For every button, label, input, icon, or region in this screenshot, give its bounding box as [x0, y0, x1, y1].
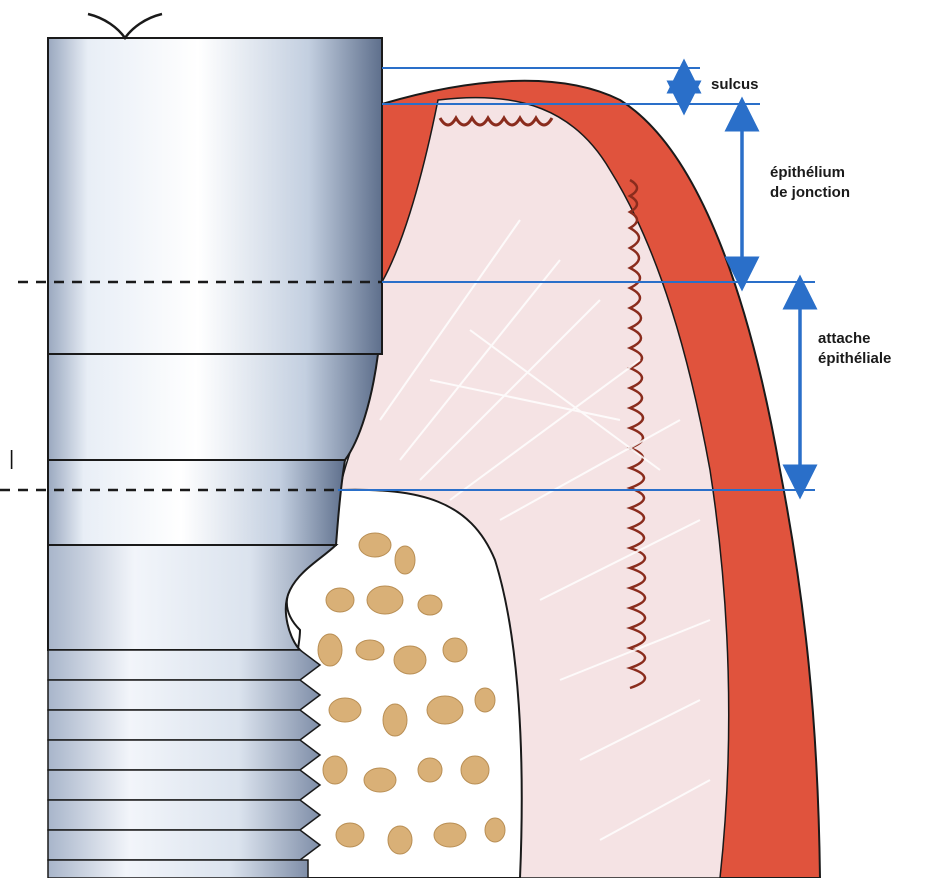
left-mark: | [9, 448, 14, 471]
implant-threads [48, 650, 320, 878]
crown-top-curve [88, 14, 162, 38]
attachment-label-line1: attache [818, 330, 871, 348]
junction-label-line2: de jonction [770, 184, 850, 202]
implant-abutment-upper [48, 38, 382, 354]
sulcus-label: sulcus [711, 76, 759, 94]
attachment-label-line2: épithéliale [818, 350, 891, 368]
implant-neck [48, 460, 345, 545]
implant-abutment-collar [48, 354, 378, 460]
junction-label-line1: épithélium [770, 164, 845, 182]
